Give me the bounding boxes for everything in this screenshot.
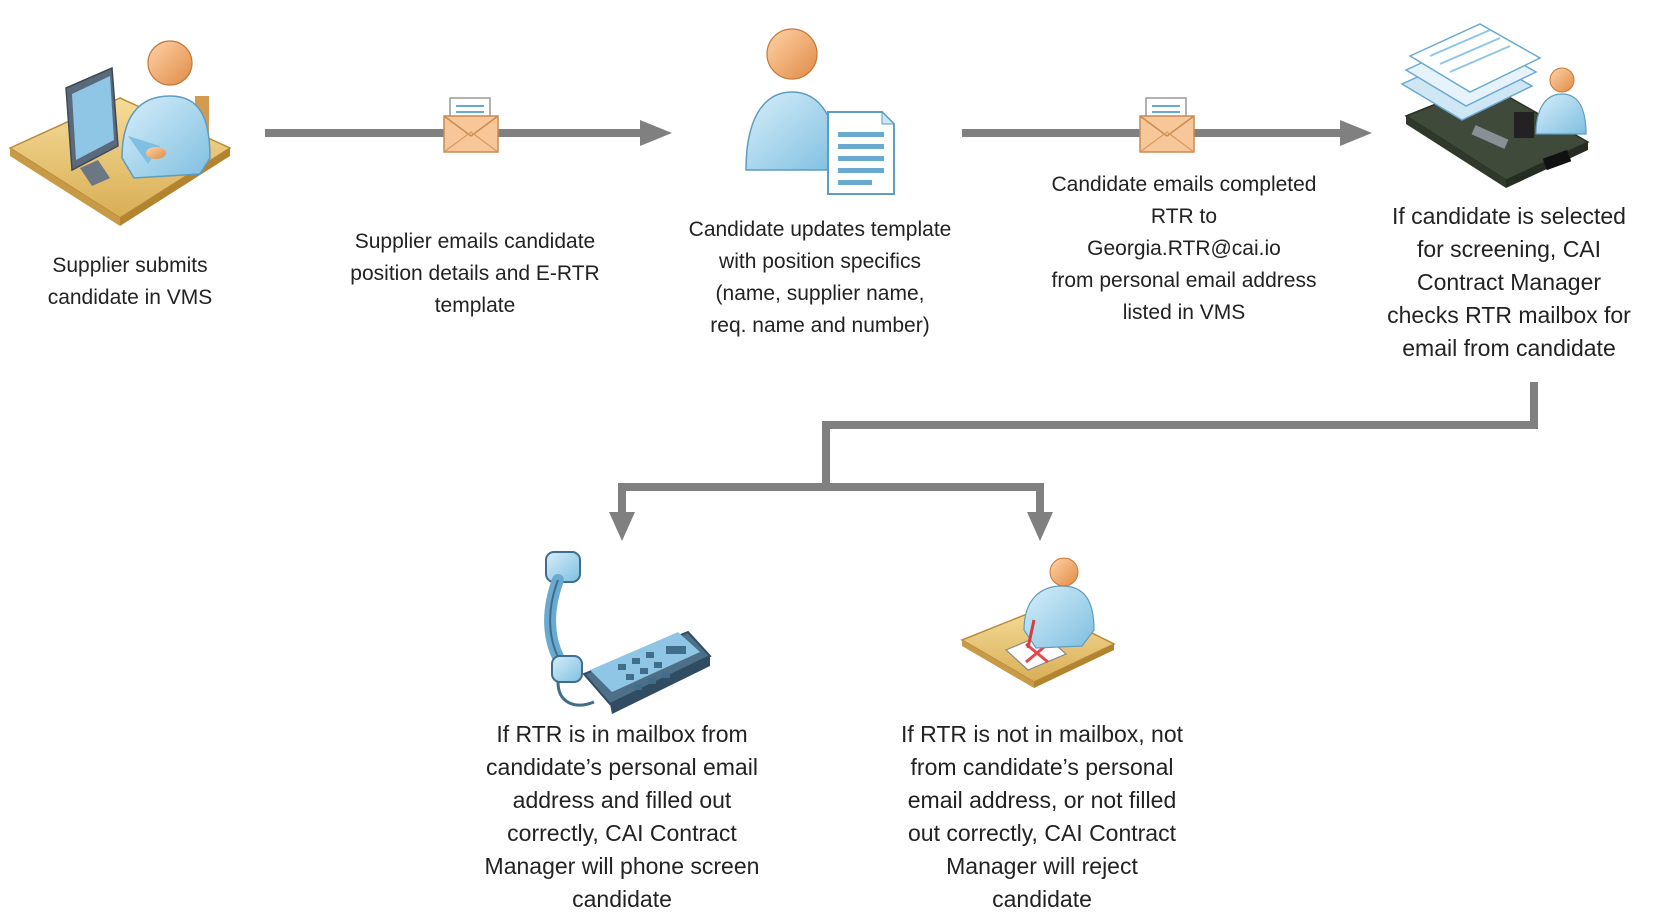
person-rejecting-document-icon [960,557,1116,688]
arrow-to-phone-screen [609,512,635,541]
step-phone-screen-label: If RTR is in mailbox from candidate’s pe… [484,721,760,912]
step-supplier-emails-label: Supplier emails candidate position detai… [350,230,600,317]
manager-with-documents-icon [1400,23,1590,188]
step-manager-checks-label: If candidate is selected for screening, … [1387,203,1631,361]
arrow-to-reject [1027,512,1053,541]
step-reject-label: If RTR is not in mailbox, not from candi… [900,721,1184,912]
person-at-computer-icon [8,40,232,226]
connector-manager-branch [609,382,1538,541]
person-with-document-icon [745,28,896,195]
step-supplier-submits-label: Supplier submits candidate in VMS [47,254,213,309]
envelope-icon [443,97,499,153]
telephone-icon [544,551,712,714]
step-candidate-updates-label: Candidate updates template with position… [688,218,952,337]
step-candidate-emails-label: Candidate emails completed RTR to Georgi… [1051,173,1317,324]
envelope-icon [1139,97,1195,153]
